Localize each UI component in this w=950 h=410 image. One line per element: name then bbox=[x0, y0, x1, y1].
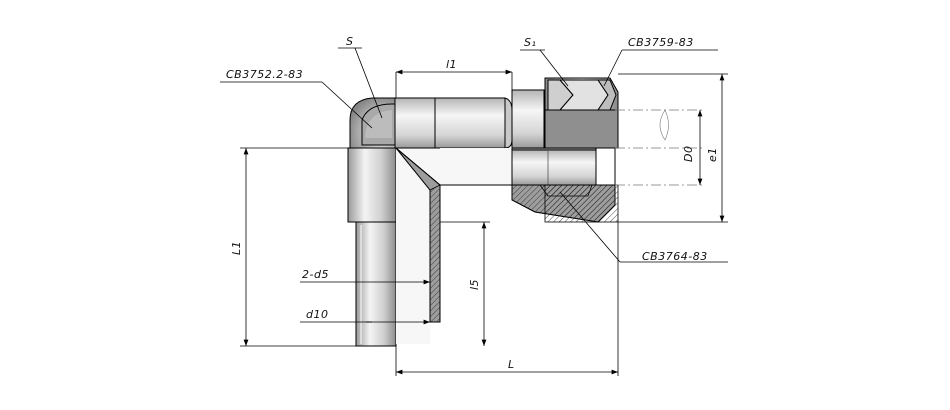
dim-d10: d10 bbox=[306, 308, 328, 321]
dim-l5: l5 bbox=[468, 279, 481, 290]
label-s1: S₁ bbox=[524, 36, 536, 49]
dim-l1: l1 bbox=[446, 58, 457, 71]
dimension-lines bbox=[240, 69, 728, 376]
horizontal-branch bbox=[394, 89, 545, 149]
label-std-ring: CB3764-83 bbox=[642, 250, 708, 263]
dim-l1-vertical: L1 bbox=[230, 241, 243, 255]
hex-nut bbox=[544, 77, 619, 223]
section-view bbox=[395, 147, 616, 344]
label-std-elbow: CB3752.2-83 bbox=[226, 68, 303, 81]
dim-d5: 2-d5 bbox=[302, 268, 329, 281]
dim-l: L bbox=[508, 358, 515, 371]
label-std-nut: CB3759-83 bbox=[628, 36, 694, 49]
leader-lines bbox=[220, 47, 728, 263]
label-s: S bbox=[346, 35, 353, 48]
dim-d0: D0 bbox=[682, 146, 695, 162]
vertical-tube bbox=[355, 221, 397, 347]
dim-e1: e1 bbox=[706, 147, 719, 162]
centerlines bbox=[615, 109, 705, 186]
text-labels: S CB3752.2-83 S₁ CB3759-83 CB3764-83 l1 … bbox=[226, 35, 719, 371]
